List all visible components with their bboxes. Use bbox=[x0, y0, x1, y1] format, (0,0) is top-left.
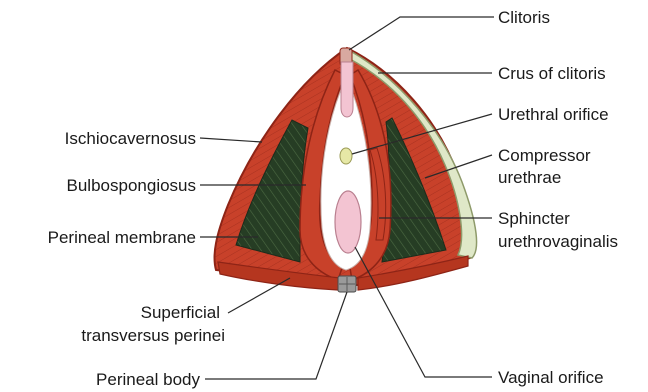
leader-superficial bbox=[228, 278, 290, 313]
label-clitoris: Clitoris bbox=[498, 8, 550, 27]
label-compressor-urethrae-line1: Compressor bbox=[498, 146, 591, 165]
vaginal-orifice-shape bbox=[335, 191, 361, 253]
leader-perineal-body bbox=[205, 292, 347, 379]
label-crus-of-clitoris: Crus of clitoris bbox=[498, 64, 606, 83]
label-sphincter-line2: urethrovaginalis bbox=[498, 232, 618, 251]
label-urethral-orifice: Urethral orifice bbox=[498, 105, 609, 124]
leader-clitoris bbox=[349, 17, 494, 50]
urethral-orifice-shape bbox=[340, 148, 352, 164]
label-perineal-body: Perineal body bbox=[96, 370, 200, 389]
leader-ischiocavernosus bbox=[200, 138, 262, 142]
label-ischiocavernosus: Ischiocavernosus bbox=[65, 129, 196, 148]
label-bulbospongiosus: Bulbospongiosus bbox=[67, 176, 196, 195]
label-perineal-membrane: Perineal membrane bbox=[48, 228, 196, 247]
label-superficial-line1: Superficial bbox=[141, 303, 220, 322]
label-sphincter-line1: Sphincter bbox=[498, 209, 570, 228]
label-superficial-line2: transversus perinei bbox=[81, 326, 225, 345]
label-compressor-urethrae-line2: urethrae bbox=[498, 168, 561, 187]
label-vaginal-orifice: Vaginal orifice bbox=[498, 368, 604, 387]
clitoris-body bbox=[341, 62, 353, 117]
